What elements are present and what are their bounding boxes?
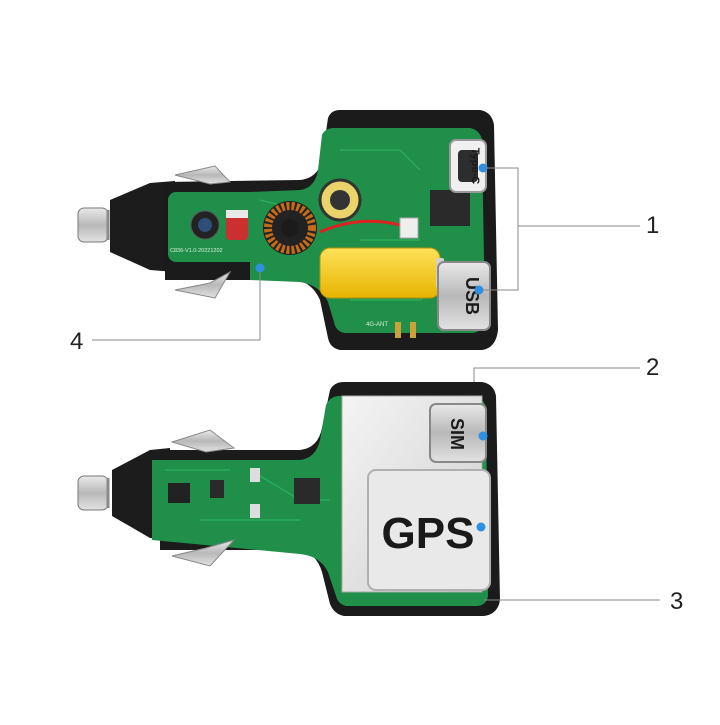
- top-pcb-version-text: C836-V1.0-20221202: [170, 248, 223, 254]
- gps-label: GPS: [382, 509, 475, 558]
- top-chip: [430, 190, 470, 226]
- top-usb-port: USB: [437, 261, 491, 331]
- top-pcb-ant-text: 4G-ANT: [366, 322, 388, 328]
- leader-2: [473, 367, 640, 382]
- type-c-label: Type-C: [469, 148, 481, 185]
- sim-label: SIM: [447, 418, 467, 450]
- top-wire: [319, 219, 401, 234]
- top-charger: Type-C USB 4G-ANT C836-V1.0-20221202: [77, 110, 498, 350]
- callout-2: 2: [646, 354, 660, 381]
- top-connector: [399, 217, 419, 239]
- top-capacitors: [190, 210, 248, 240]
- usb-label: USB: [462, 277, 482, 315]
- bottom-charger: SIM GPS: [77, 382, 500, 616]
- bottom-dot-gps: [476, 522, 486, 532]
- leader-4: [92, 272, 261, 341]
- bottom-sim-slot: SIM: [429, 403, 487, 463]
- callout-4: 4: [70, 328, 84, 355]
- top-side-clips: [174, 165, 232, 299]
- top-dot-pcb: [255, 263, 265, 273]
- top-large-capacitor: [318, 178, 362, 222]
- top-type-c-port: Type-C: [449, 139, 487, 193]
- top-antenna-pins: [395, 322, 416, 338]
- callout-3: 3: [670, 588, 684, 615]
- callout-1: 1: [646, 212, 660, 239]
- top-inductor: [263, 201, 317, 255]
- top-dot-type-c: [478, 163, 488, 173]
- top-battery: [319, 247, 444, 299]
- leader-1: [482, 167, 640, 291]
- bottom-components: [168, 468, 320, 518]
- bottom-gps-module: GPS: [367, 469, 491, 591]
- top-dot-usb: [474, 285, 484, 295]
- bottom-dot-sim: [478, 431, 488, 441]
- leader-lines: [92, 167, 660, 601]
- bottom-side-clips: [170, 429, 236, 567]
- top-plug-barrel: [110, 181, 175, 272]
